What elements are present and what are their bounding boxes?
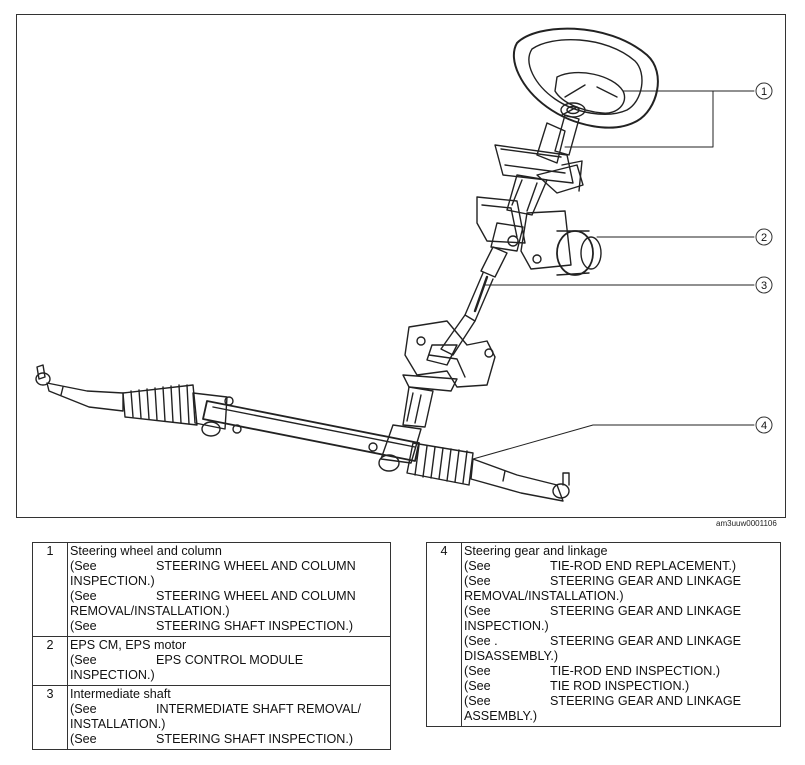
right-tie-rod-end [470,458,570,502]
reference-link[interactable]: (See TIE ROD INSPECTION.) [464,679,778,694]
part-title: EPS CM, EPS motor [70,638,187,652]
intermediate-shaft [426,246,508,366]
callout-leaders [472,90,755,460]
reference-title-continued[interactable]: INSPECTION.) [464,619,549,633]
steering-wheel [512,27,659,129]
reference-link[interactable]: (See TIE-ROD END REPLACEMENT.) [464,559,778,574]
reference-title: TIE ROD INSPECTION.) [550,679,690,693]
part-title: Steering gear and linkage [464,544,608,558]
reference-title: STEERING SHAFT INSPECTION.) [156,619,354,633]
reference-title-continued[interactable]: INSPECTION.) [70,574,155,588]
reference-see-label: (See [464,664,491,678]
reference-see-label: (See [464,679,491,693]
part-number: 2 [32,636,68,686]
reference-link[interactable]: (See EPS CONTROL MODULE [70,653,388,668]
reference-title: TIE-ROD END REPLACEMENT.) [550,559,737,573]
reference-link[interactable]: (See STEERING GEAR AND LINKAGE [464,604,778,619]
callout-4: 4 [761,420,767,432]
callout-2-circle [755,228,773,246]
reference-link[interactable]: (See . STEERING GEAR AND LINKAGE [464,634,778,649]
reference-see-label: (See [464,604,491,618]
reference-title-continued[interactable]: REMOVAL/INSTALLATION.) [70,604,230,618]
reference-link[interactable]: (See STEERING GEAR AND LINKAGE [464,574,778,589]
reference-title-continued[interactable]: INSPECTION.) [70,668,155,682]
reference-title-continued[interactable]: DISASSEMBLY.) [464,649,559,663]
reference-see-label: (See [464,694,491,708]
callout-2: 2 [761,232,767,244]
reference-see-label: (See [70,732,97,746]
callout-4-circle [755,416,773,434]
reference-title: STEERING WHEEL AND COLUMN [156,559,356,573]
part-number: 1 [32,542,68,637]
reference-see-label: (See [464,559,491,573]
reference-title: STEERING GEAR AND LINKAGE [550,574,742,588]
steering-system-illustration: 1 2 3 4 [16,14,786,518]
reference-title: STEERING GEAR AND LINKAGE [550,634,742,648]
reference-title-continued[interactable]: REMOVAL/INSTALLATION.) [464,589,624,603]
reference-see-label: (See . [464,634,498,648]
reference-title: STEERING GEAR AND LINKAGE [550,694,742,708]
reference-title-continued[interactable]: INSTALLATION.) [70,717,166,731]
reference-link[interactable]: (See STEERING SHAFT INSPECTION.) [70,619,388,634]
reference-title: TIE-ROD END INSPECTION.) [550,664,721,678]
reference-title: STEERING SHAFT INSPECTION.) [156,732,354,746]
reference-title: STEERING GEAR AND LINKAGE [550,604,742,618]
right-boot [406,442,474,486]
reference-see-label: (See [464,574,491,588]
reference-link[interactable]: (See STEERING SHAFT INSPECTION.) [70,732,388,747]
reference-title: INTERMEDIATE SHAFT REMOVAL/ [156,702,362,716]
reference-see-label: (See [70,619,97,633]
reference-title: STEERING WHEEL AND COLUMN [156,589,356,603]
reference-link[interactable]: (See STEERING GEAR AND LINKAGE [464,694,778,709]
reference-see-label: (See [70,653,97,667]
callout-1-circle [755,82,773,100]
callout-3: 3 [761,280,767,292]
shaft-bracket [402,320,496,392]
reference-see-label: (See [70,589,97,603]
reference-link[interactable]: (See INTERMEDIATE SHAFT REMOVAL/ [70,702,388,717]
eps-motor [476,196,602,276]
reference-see-label: (See [70,559,97,573]
reference-see-label: (See [70,702,97,716]
left-tie-rod-end [35,364,124,412]
steering-rack-housing [192,392,420,462]
reference-link[interactable]: (See STEERING WHEEL AND COLUMN [70,559,388,574]
part-number: 4 [426,542,462,727]
steering-diagram: 1 2 3 4 [35,27,773,502]
callout-1: 1 [761,86,767,98]
part-number: 3 [32,685,68,750]
reference-link[interactable]: (See STEERING WHEEL AND COLUMN [70,589,388,604]
part-title: Steering wheel and column [70,544,222,558]
left-boot [122,384,198,426]
callout-3-circle [755,276,773,294]
figure-code: am3uuw0001106 [716,519,777,528]
reference-title-continued[interactable]: ASSEMBLY.) [464,709,538,723]
reference-link[interactable]: (See TIE-ROD END INSPECTION.) [464,664,778,679]
part-title: Intermediate shaft [70,687,171,701]
reference-title: EPS CONTROL MODULE [156,653,304,667]
steering-column [494,114,584,216]
